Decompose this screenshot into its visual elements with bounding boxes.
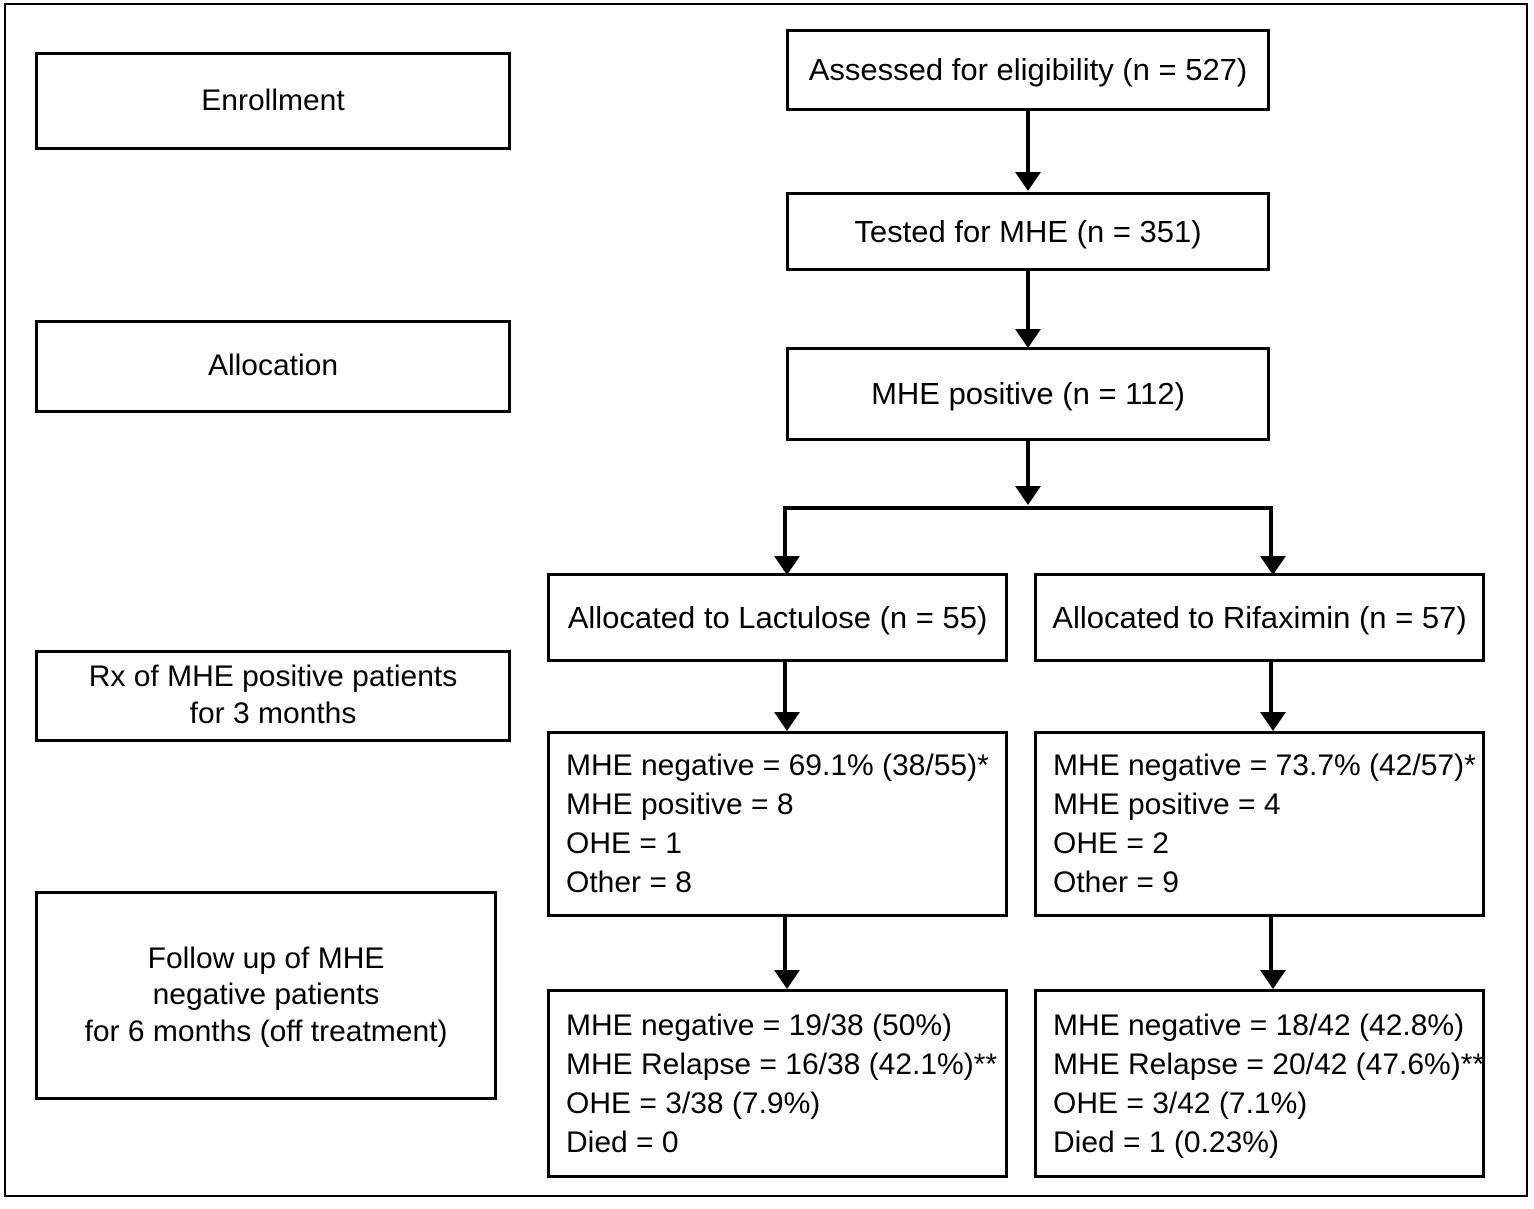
node-allocated-rifaximin-text: Allocated to Rifaximin (n = 57): [1052, 599, 1467, 635]
outcome-line: Other = 8: [566, 866, 692, 899]
outcome-line: MHE positive = 8: [566, 788, 794, 821]
outcomes-6mo-lactulose-lines: MHE negative = 19/38 (50%) MHE Relapse =…: [566, 1006, 997, 1162]
connector-split-right-drop: [1269, 506, 1273, 570]
connector-mhe-positive-stem: [1026, 441, 1030, 488]
connector-rifaximin-3mo-to-6mo: [1269, 917, 1273, 975]
outcomes-3mo-lactulose-lines: MHE negative = 69.1% (38/55)* MHE positi…: [566, 746, 989, 902]
arrow-split-to-rifaximin: [1260, 556, 1286, 575]
arrow-split-to-lactulose: [774, 556, 800, 575]
node-allocated-lactulose: Allocated to Lactulose (n = 55): [547, 573, 1008, 662]
node-assessed-for-eligibility: Assessed for eligibility (n = 527): [786, 29, 1270, 111]
node-allocated-lactulose-text: Allocated to Lactulose (n = 55): [567, 599, 988, 635]
outcome-line: MHE negative = 18/42 (42.8%): [1053, 1008, 1465, 1042]
node-mhe-positive: MHE positive (n = 112): [786, 347, 1270, 441]
outcomes-6mo-rifaximin-lines: MHE negative = 18/42 (42.8%) MHE Relapse…: [1053, 1006, 1484, 1162]
outcome-line: MHE positive = 4: [1053, 788, 1281, 821]
outcome-line: Died = 1 (0.23%): [1053, 1125, 1279, 1159]
node-tested-for-mhe: Tested for MHE (n = 351): [786, 192, 1270, 271]
arrow-rifaximin-3mo-to-6mo: [1260, 970, 1286, 989]
outcomes-6mo-rifaximin: MHE negative = 18/42 (42.8%) MHE Relapse…: [1034, 989, 1485, 1178]
outcome-line: Died = 0: [566, 1125, 679, 1159]
stage-label-enrollment: Enrollment: [35, 52, 511, 150]
connector-assessed-to-tested: [1026, 111, 1030, 174]
arrow-rifaximin-alloc-to-3mo: [1260, 712, 1286, 731]
outcome-line: MHE negative = 69.1% (38/55)*: [566, 749, 989, 782]
outcomes-3mo-rifaximin: MHE negative = 73.7% (42/57)* MHE positi…: [1034, 731, 1485, 917]
connector-allocation-split-bar: [783, 506, 1273, 510]
connector-lactulose-alloc-to-3mo: [783, 662, 787, 717]
arrow-tested-to-mhe-positive: [1015, 329, 1041, 348]
stage-label-treatment: Rx of MHE positive patients for 3 months: [35, 650, 511, 742]
connector-split-left-drop: [783, 506, 787, 570]
node-assessed-text: Assessed for eligibility (n = 527): [808, 52, 1248, 88]
node-tested-text: Tested for MHE (n = 351): [854, 213, 1202, 249]
stage-label-treatment-text: Rx of MHE positive patients for 3 months: [88, 660, 458, 730]
outcomes-3mo-rifaximin-lines: MHE negative = 73.7% (42/57)* MHE positi…: [1053, 746, 1476, 902]
arrow-assessed-to-tested: [1015, 172, 1041, 191]
outcome-line: Other = 9: [1053, 866, 1179, 899]
connector-rifaximin-alloc-to-3mo: [1269, 662, 1273, 717]
node-mhe-positive-text: MHE positive (n = 112): [871, 376, 1185, 412]
arrow-lactulose-alloc-to-3mo: [774, 712, 800, 731]
stage-label-followup-text: Follow up of MHE negative patients for 6…: [84, 941, 448, 1048]
outcome-line: OHE = 3/42 (7.1%): [1053, 1086, 1308, 1120]
outcome-line: MHE Relapse = 16/38 (42.1%)**: [566, 1047, 998, 1081]
outcome-line: MHE negative = 19/38 (50%): [566, 1008, 953, 1042]
arrow-lactulose-3mo-to-6mo: [774, 970, 800, 989]
outcome-line: MHE Relapse = 20/42 (47.6%)**: [1053, 1047, 1485, 1081]
stage-label-enrollment-text: Enrollment: [201, 83, 345, 117]
connector-lactulose-3mo-to-6mo: [783, 917, 787, 975]
arrow-mhe-positive-split: [1015, 486, 1041, 505]
outcome-line: OHE = 3/38 (7.9%): [566, 1086, 821, 1120]
stage-label-allocation-text: Allocation: [207, 349, 339, 383]
outcome-line: MHE negative = 73.7% (42/57)*: [1053, 749, 1476, 782]
figure-border: [4, 3, 1528, 1197]
outcomes-6mo-lactulose: MHE negative = 19/38 (50%) MHE Relapse =…: [547, 989, 1008, 1178]
node-allocated-rifaximin: Allocated to Rifaximin (n = 57): [1034, 573, 1485, 662]
outcome-line: OHE = 1: [566, 827, 682, 860]
outcome-line: OHE = 2: [1053, 827, 1169, 860]
stage-label-followup: Follow up of MHE negative patients for 6…: [35, 891, 497, 1100]
stage-label-allocation: Allocation: [35, 320, 511, 413]
outcomes-3mo-lactulose: MHE negative = 69.1% (38/55)* MHE positi…: [547, 731, 1008, 917]
connector-tested-to-mhe-positive: [1026, 271, 1030, 331]
